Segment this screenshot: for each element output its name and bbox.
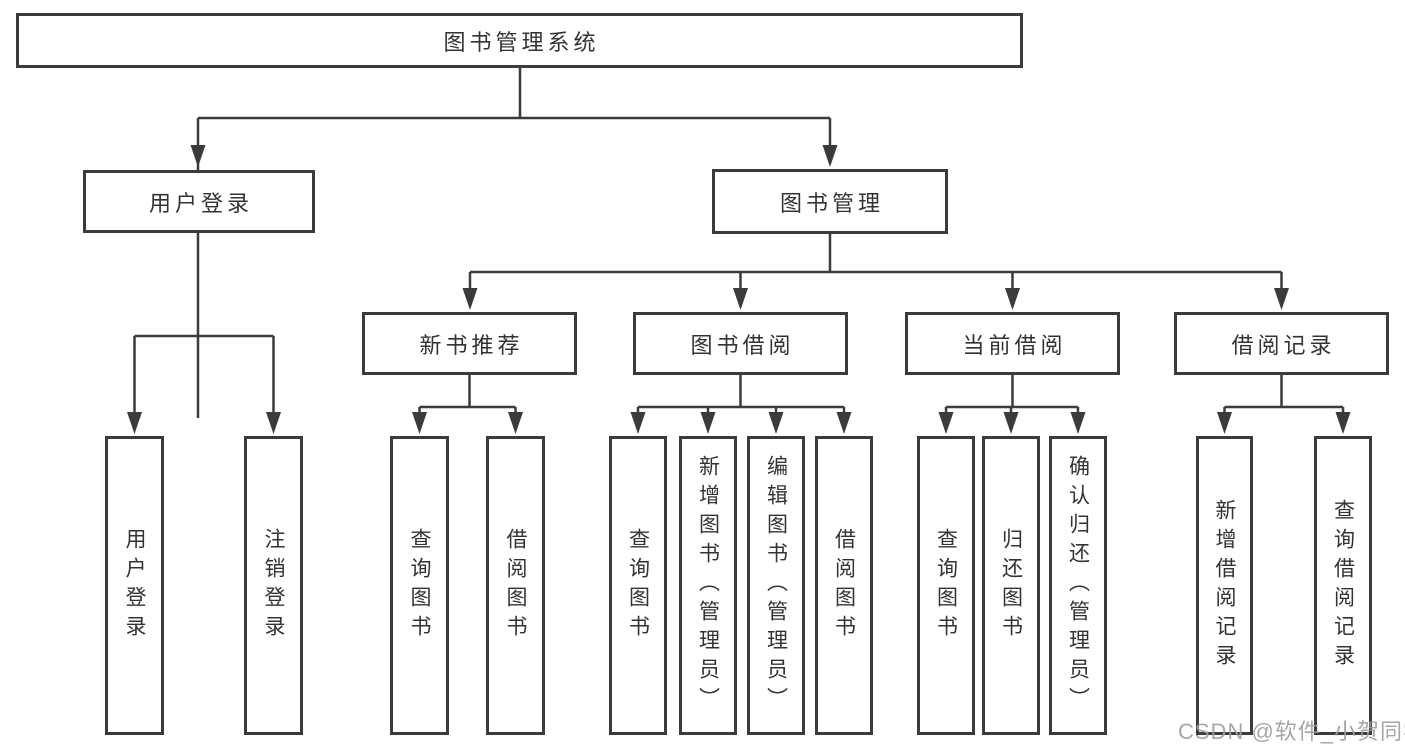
node-label: 注销登录 <box>262 527 285 644</box>
leaf-query-books: 查询图书 <box>390 436 449 735</box>
node-label: 图书管理系统 <box>443 29 600 55</box>
node-current-borrow: 当前借阅 <box>905 312 1120 375</box>
leaf-query-books: 查询图书 <box>917 436 975 735</box>
leaf-logout: 注销登录 <box>244 436 303 735</box>
node-user-login: 用户登录 <box>83 170 315 233</box>
node-label: 查询图书 <box>408 527 431 644</box>
node-label: 借阅记录 <box>1231 332 1336 358</box>
node-label: 新书推荐 <box>419 332 524 358</box>
node-book-borrow: 图书借阅 <box>633 312 848 375</box>
watermark: CSDN @软件_小贺同学 <box>1178 719 1405 744</box>
leaf-query-borrow-record: 查询借阅记录 <box>1314 436 1372 735</box>
node-label: 编辑图书（管理员） <box>764 455 788 716</box>
node-label: 用户登录 <box>123 527 146 644</box>
node-label: 用户登录 <box>148 190 253 216</box>
node-book-management: 图书管理 <box>712 169 948 234</box>
leaf-query-books: 查询图书 <box>609 436 667 735</box>
node-label: 查询图书 <box>934 527 958 644</box>
leaf-borrow-books: 借阅图书 <box>815 436 873 735</box>
node-root-system: 图书管理系统 <box>16 13 1023 68</box>
node-label: 查询图书 <box>626 527 650 644</box>
leaf-return-books: 归还图书 <box>982 436 1040 735</box>
node-label: 图书管理 <box>779 190 884 216</box>
leaf-add-borrow-record: 新增借阅记录 <box>1196 436 1253 735</box>
node-label: 新增图书（管理员） <box>696 455 720 716</box>
leaf-confirm-return-admin: 确认归还（管理员） <box>1049 436 1107 735</box>
leaf-user-login: 用户登录 <box>105 436 164 735</box>
node-label: 确认归还（管理员） <box>1066 455 1090 716</box>
node-label: 新增借阅记录 <box>1213 498 1236 673</box>
node-label: 查询借阅记录 <box>1331 498 1355 673</box>
node-borrow-records: 借阅记录 <box>1174 312 1389 375</box>
node-label: 归还图书 <box>999 527 1023 644</box>
node-label: 当前借阅 <box>962 332 1067 358</box>
leaf-add-books-admin: 新增图书（管理员） <box>679 436 737 735</box>
node-label: 图书借阅 <box>690 332 795 358</box>
node-label: 借阅图书 <box>504 527 527 644</box>
node-label: 借阅图书 <box>832 527 856 644</box>
leaf-edit-books-admin: 编辑图书（管理员） <box>747 436 805 735</box>
node-new-book-recommend: 新书推荐 <box>362 312 577 375</box>
leaf-borrow-books: 借阅图书 <box>486 436 545 735</box>
arrowheads <box>127 145 1351 434</box>
